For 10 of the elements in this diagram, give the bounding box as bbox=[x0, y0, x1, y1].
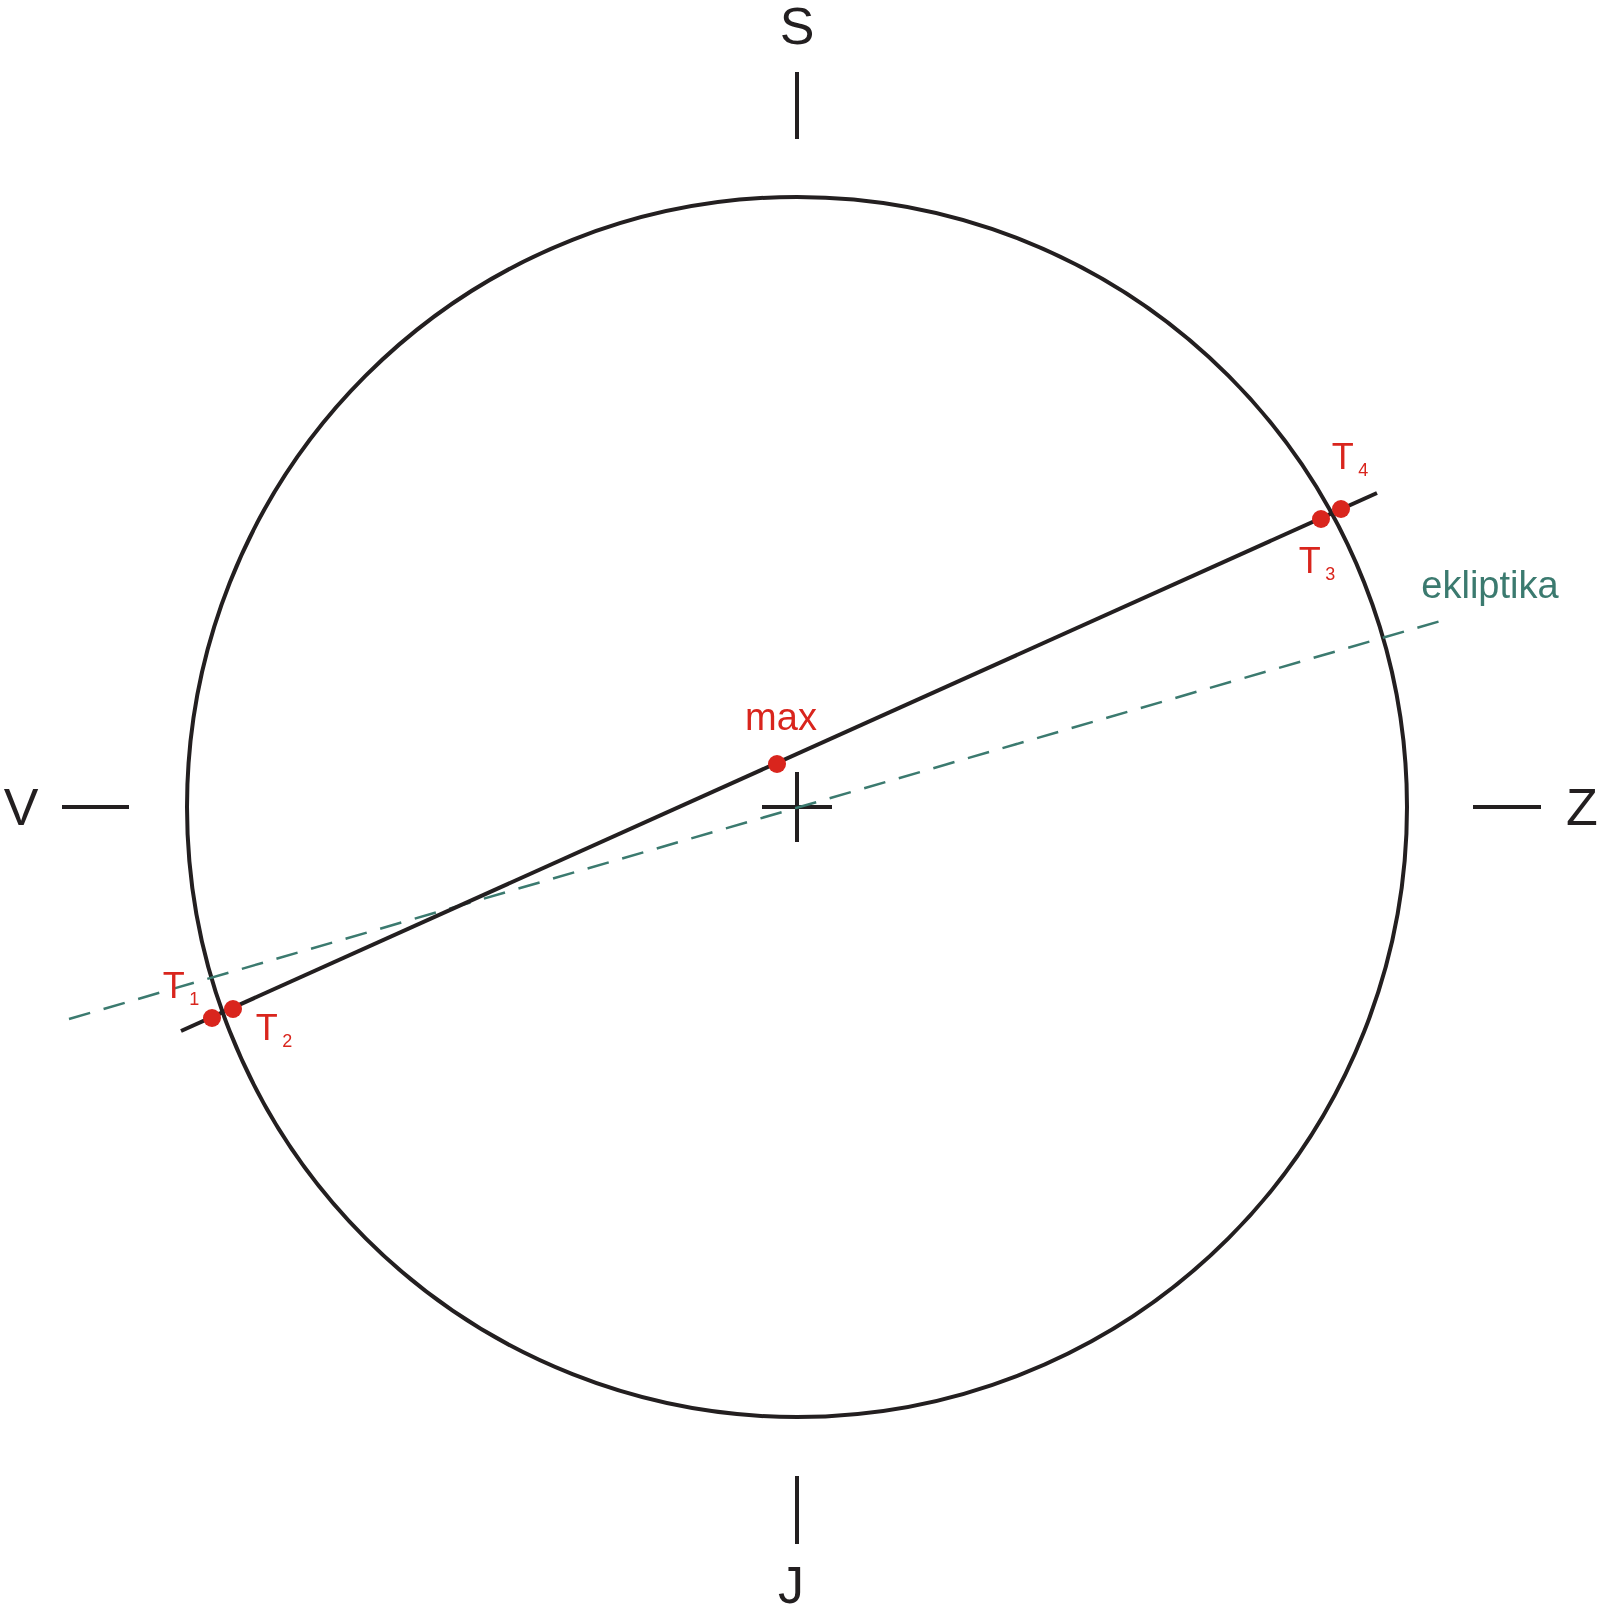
direction-label: S bbox=[779, 0, 815, 52]
point-label: T$_{3}$ bbox=[1298, 542, 1336, 584]
direction-label: J bbox=[778, 1559, 804, 1610]
line-label: ekliptika bbox=[1421, 566, 1559, 604]
point-label: T$_{2}$ bbox=[255, 1009, 293, 1051]
point-label: T$_{4}$ bbox=[1331, 438, 1369, 480]
point-label: T$_{1}$ bbox=[162, 967, 200, 1009]
direction-label: V bbox=[3, 781, 39, 833]
direction-label: Z bbox=[1566, 781, 1598, 833]
point-label: max bbox=[745, 698, 817, 736]
